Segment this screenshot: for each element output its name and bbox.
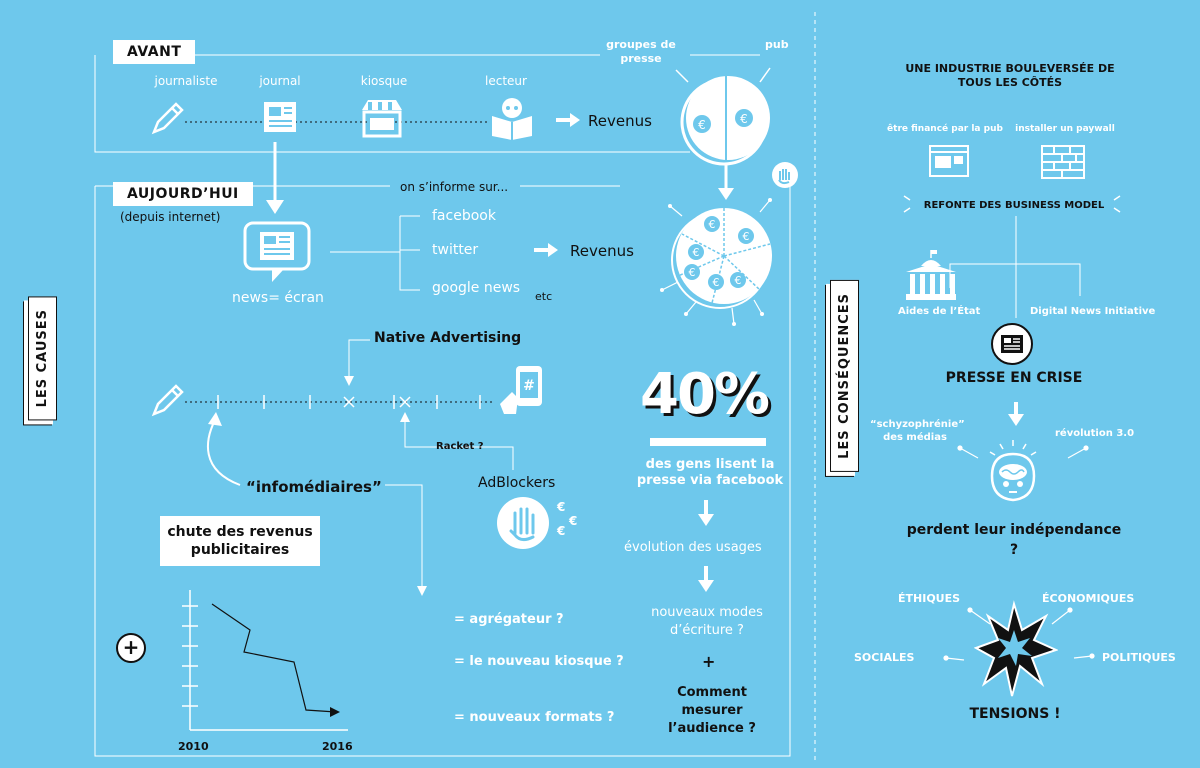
svg-text:€: € xyxy=(709,218,716,231)
aujourdhui-revenus: Revenus xyxy=(570,242,634,260)
brick-wall-icon xyxy=(1041,145,1085,179)
aides-etat-label: Aides de l’État xyxy=(898,306,981,317)
expand-plus-button[interactable]: + xyxy=(116,633,146,663)
consequences-title: UNE INDUSTRIE BOULEVERSÉE DE TOUS LES CÔ… xyxy=(905,62,1115,89)
platform-google-news: google news xyxy=(432,280,521,296)
revenue-pie-avant: € € xyxy=(675,67,771,166)
chain-label-journal: journal xyxy=(259,74,301,88)
adblockers-label: AdBlockers xyxy=(478,475,556,491)
evolution-usages: évolution des usages xyxy=(624,540,762,555)
kiosk-icon xyxy=(362,100,402,138)
state-building-icon xyxy=(906,250,956,300)
svg-text:€: € xyxy=(556,500,565,514)
pen-small-icon xyxy=(151,384,184,417)
revenue-pie-aujourdhui: € € € € € € xyxy=(660,198,772,326)
revolution-label: révolution 3.0 xyxy=(1055,428,1135,439)
platform-twitter: twitter xyxy=(432,242,479,258)
hand-badge-icon xyxy=(772,162,798,188)
avant-revenus: Revenus xyxy=(588,112,652,130)
chain-label-journaliste: journaliste xyxy=(154,74,218,88)
chart-year-2016: 2016 xyxy=(322,740,353,753)
svg-text:€: € xyxy=(698,118,706,132)
tension-economiques: ÉCONOMIQUES xyxy=(1042,592,1135,605)
presse-en-crise: PRESSE EN CRISE xyxy=(945,370,1083,386)
svg-text:€: € xyxy=(735,274,742,287)
svg-text:#: # xyxy=(523,378,535,394)
reader-icon xyxy=(492,98,532,140)
avant-label: AVANT xyxy=(113,40,196,64)
screen-news-icon xyxy=(243,221,311,282)
independance-label: perdent leur indépendance xyxy=(906,522,1122,538)
schizophrenie-label: “schyzophrénie” des médias xyxy=(870,419,965,443)
svg-text:€: € xyxy=(743,230,750,243)
stat-value: 40% xyxy=(640,362,770,427)
svg-text:€: € xyxy=(568,514,577,528)
brain-head-icon xyxy=(989,440,1037,502)
svg-text:€: € xyxy=(713,276,720,289)
option-paywall-label: installer un paywall xyxy=(1015,124,1115,134)
stat-description: des gens lisent la presse via facebook xyxy=(636,457,784,488)
chart-year-2010: 2010 xyxy=(178,740,209,753)
option-pub-label: être financé par la pub xyxy=(887,124,1003,134)
plus-sign: + xyxy=(702,652,716,671)
chain-label-kiosque: kiosque xyxy=(360,74,408,88)
independance-question: ? xyxy=(1009,542,1019,558)
platform-etc: etc xyxy=(535,290,553,303)
question-formats: = nouveaux formats ? xyxy=(454,710,615,725)
nouveaux-modes: nouveaux modes d’écriture ? xyxy=(651,605,763,638)
chute-revenus-chart xyxy=(182,590,348,731)
tension-ethiques: ÉTHIQUES xyxy=(898,592,961,605)
infomediaires-label: “infomédiaires” xyxy=(246,478,382,496)
aujourdhui-label: AUJOURD’HUI xyxy=(113,182,253,206)
question-kiosque: = le nouveau kiosque ? xyxy=(454,654,624,669)
newspaper-crisis-icon xyxy=(991,323,1033,365)
ad-window-icon xyxy=(929,145,969,177)
chain-label-lecteur: lecteur xyxy=(485,74,527,88)
newspaper-icon xyxy=(264,102,296,132)
racket-label: Racket ? xyxy=(436,441,484,452)
screen-label: news= écran xyxy=(232,290,324,306)
refonte-label: REFONTE DES BUSINESS MODEL xyxy=(923,200,1105,211)
pie-label-groupes: groupes de presse xyxy=(606,38,676,65)
svg-text:€: € xyxy=(689,266,696,279)
explosion-icon xyxy=(974,600,1058,697)
mesurer-audience: Comment mesurer l’audience ? xyxy=(668,685,756,736)
pie-label-pub: pub xyxy=(765,38,789,51)
consequences-lines xyxy=(903,195,1121,661)
svg-text:€: € xyxy=(556,524,565,538)
adblock-hand-icon: €€€ xyxy=(497,497,577,549)
informe-label: on s’informe sur... xyxy=(400,180,509,194)
smartphone-hashtag-icon: # xyxy=(500,366,542,414)
pen-icon xyxy=(151,102,184,135)
question-agregateur: = agrégateur ? xyxy=(454,612,564,627)
tensions-label: TENSIONS ! xyxy=(969,706,1061,722)
aujourdhui-sub: (depuis internet) xyxy=(120,210,221,224)
native-advertising-label: Native Advertising xyxy=(374,330,522,346)
tension-sociales: SOCIALES xyxy=(854,651,915,664)
svg-text:€: € xyxy=(740,112,748,126)
svg-text:€: € xyxy=(693,246,700,259)
dni-label: Digital News Initiative xyxy=(1030,306,1156,317)
platform-facebook: facebook xyxy=(432,208,496,224)
tension-politiques: POLITIQUES xyxy=(1102,651,1176,664)
chute-revenus-box: chute des revenus publicitaires xyxy=(160,516,320,566)
